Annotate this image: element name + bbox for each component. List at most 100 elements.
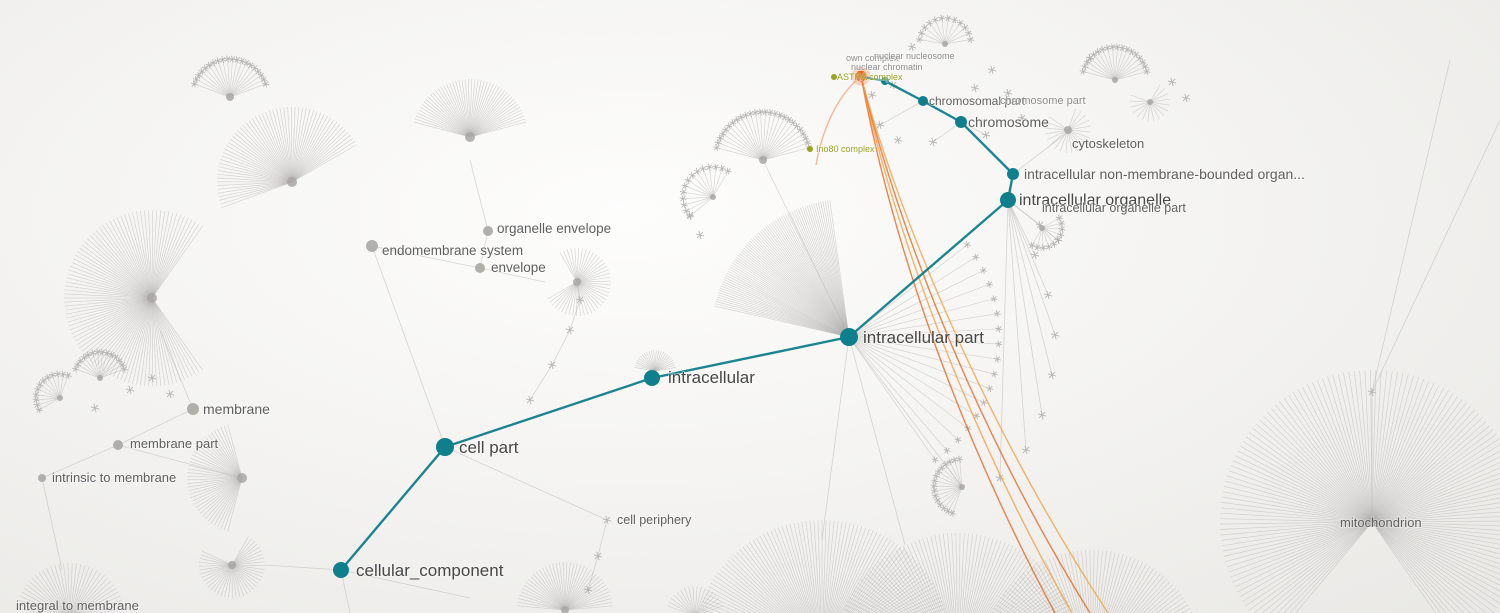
cluster-node[interactable] bbox=[228, 561, 236, 569]
leaf-node-icon bbox=[963, 241, 971, 249]
leaf-node-icon bbox=[995, 340, 1003, 348]
leaf-node-icon bbox=[973, 412, 981, 420]
term-label[interactable]: cell part bbox=[458, 437, 520, 458]
leaf-node-icon bbox=[907, 42, 917, 52]
term-label[interactable]: endomembrane system bbox=[381, 242, 524, 259]
cluster-node[interactable] bbox=[226, 93, 234, 101]
annotation-curves bbox=[815, 75, 1109, 613]
leaf-node-icon bbox=[48, 371, 57, 379]
leaf-nodes bbox=[90, 42, 1377, 595]
edge bbox=[597, 519, 608, 557]
cluster-node[interactable] bbox=[97, 375, 103, 381]
highlight-path-nodes[interactable] bbox=[333, 77, 1019, 578]
cluster-node[interactable] bbox=[710, 194, 716, 200]
term-label[interactable]: intrinsic to membrane bbox=[51, 469, 177, 486]
go-term-node[interactable] bbox=[187, 403, 199, 415]
cluster-node[interactable] bbox=[57, 395, 63, 401]
edge bbox=[41, 477, 63, 571]
go-term-node-selected[interactable] bbox=[840, 328, 858, 346]
special-nodes[interactable] bbox=[807, 66, 871, 153]
edge bbox=[1007, 199, 1049, 296]
go-term-node[interactable] bbox=[113, 440, 123, 450]
go-term-node-selected[interactable] bbox=[644, 370, 660, 386]
leaf-node-icon bbox=[1003, 88, 1013, 98]
leaf-node-icon bbox=[219, 56, 227, 64]
edge bbox=[479, 230, 489, 269]
leaf-node-icon bbox=[1141, 63, 1149, 71]
cluster-node[interactable] bbox=[287, 177, 297, 187]
highlight-edge bbox=[884, 79, 924, 103]
cluster-node[interactable] bbox=[1112, 77, 1118, 83]
go-term-node-selected[interactable] bbox=[1007, 168, 1019, 180]
term-label[interactable]: integral to membrane bbox=[15, 597, 140, 613]
leaf-node-icon bbox=[796, 126, 804, 134]
term-label[interactable]: chromosome part bbox=[999, 94, 1087, 108]
fan-cluster bbox=[32, 370, 72, 414]
go-term-node-selected[interactable] bbox=[918, 96, 928, 106]
term-label[interactable]: cytoskeleton bbox=[1071, 135, 1145, 152]
leaf-node-icon bbox=[1050, 330, 1060, 340]
go-term-node-selected[interactable] bbox=[955, 116, 967, 128]
leaf-node-icon bbox=[1181, 93, 1191, 103]
go-term-node-selected[interactable] bbox=[881, 77, 889, 85]
go-term-node-selected[interactable] bbox=[436, 438, 454, 456]
edge bbox=[551, 329, 571, 366]
cluster-node[interactable] bbox=[1147, 99, 1153, 105]
term-label[interactable]: cellular_component bbox=[355, 560, 505, 581]
term-label[interactable]: chromosome bbox=[967, 113, 1050, 131]
leaf-node-icon bbox=[35, 406, 43, 414]
leaf-node-icon bbox=[733, 116, 741, 124]
leaf-node-icon bbox=[108, 351, 116, 359]
leaf-node-icon bbox=[602, 515, 612, 525]
leaf-node-icon bbox=[32, 396, 40, 404]
term-label[interactable]: cell periphery bbox=[616, 512, 693, 528]
cluster-node[interactable] bbox=[465, 132, 475, 142]
edge bbox=[848, 336, 963, 488]
term-label[interactable]: membrane bbox=[202, 400, 271, 418]
term-label[interactable]: intracellular part bbox=[862, 327, 985, 348]
fan-cluster bbox=[634, 349, 676, 372]
term-label[interactable]: membrane part bbox=[129, 435, 220, 452]
annotation-curve bbox=[860, 75, 1073, 613]
go-term-node-selected[interactable] bbox=[1000, 192, 1016, 208]
leaf-node-icon bbox=[867, 90, 877, 100]
term-label[interactable]: intracellular bbox=[667, 367, 756, 388]
leaf-node-icon bbox=[1057, 219, 1065, 227]
fan-cluster bbox=[190, 55, 270, 101]
edge bbox=[159, 329, 194, 410]
go-term-node[interactable] bbox=[475, 263, 485, 273]
gray-term-nodes bbox=[38, 226, 493, 482]
term-label[interactable]: chromosomal part bbox=[928, 93, 1027, 109]
leaf-node-icon bbox=[965, 29, 973, 37]
cluster-node[interactable] bbox=[561, 606, 569, 613]
leaf-node-icon bbox=[804, 139, 812, 147]
leaf-node-icon bbox=[118, 361, 126, 369]
fan-cluster bbox=[198, 536, 266, 599]
go-term-node[interactable] bbox=[366, 240, 378, 252]
go-term-node[interactable] bbox=[38, 474, 46, 482]
complex-node[interactable] bbox=[831, 74, 837, 80]
cluster-node[interactable] bbox=[1064, 126, 1072, 134]
term-label[interactable]: mitochondrion bbox=[1339, 514, 1423, 531]
term-label[interactable]: intracellular organelle part bbox=[1041, 200, 1187, 216]
focus-node[interactable] bbox=[855, 70, 867, 82]
term-label[interactable]: organelle envelope bbox=[496, 220, 612, 237]
leaf-node-icon bbox=[719, 130, 727, 138]
cluster-node[interactable] bbox=[147, 293, 157, 303]
complex-node[interactable] bbox=[807, 146, 813, 152]
leaf-node-icon bbox=[684, 176, 692, 184]
term-labels: cellular_component cell part intracellular… bbox=[15, 50, 1423, 613]
leaf-node-icon bbox=[951, 16, 959, 24]
term-label[interactable]: intracellular non-membrane-bounded organ… bbox=[1023, 165, 1306, 183]
leaf-node-icon bbox=[961, 24, 969, 32]
leaf-node-icon bbox=[1047, 370, 1057, 380]
go-term-node[interactable] bbox=[483, 226, 493, 236]
leaf-node-icon bbox=[74, 361, 82, 369]
fan-cluster bbox=[72, 348, 128, 381]
term-label[interactable]: intracellular organelle bbox=[1018, 191, 1172, 210]
cluster-node[interactable] bbox=[942, 41, 948, 47]
leaf-node-icon bbox=[1035, 220, 1045, 230]
go-term-node-selected[interactable] bbox=[333, 562, 349, 578]
term-label[interactable]: envelope bbox=[490, 259, 547, 276]
